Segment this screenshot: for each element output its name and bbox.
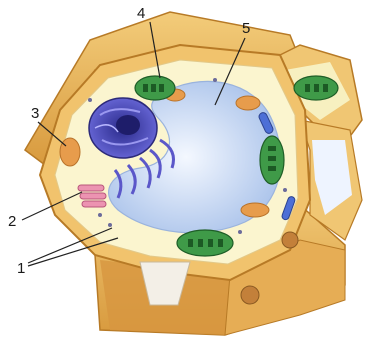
nucleus	[89, 98, 157, 158]
label-5: 5	[242, 21, 250, 36]
golgi-apparatus	[78, 185, 106, 207]
label-2: 2	[8, 214, 16, 229]
label-4: 4	[137, 6, 145, 21]
label-3: 3	[31, 106, 39, 121]
label-1: 1	[17, 261, 25, 276]
